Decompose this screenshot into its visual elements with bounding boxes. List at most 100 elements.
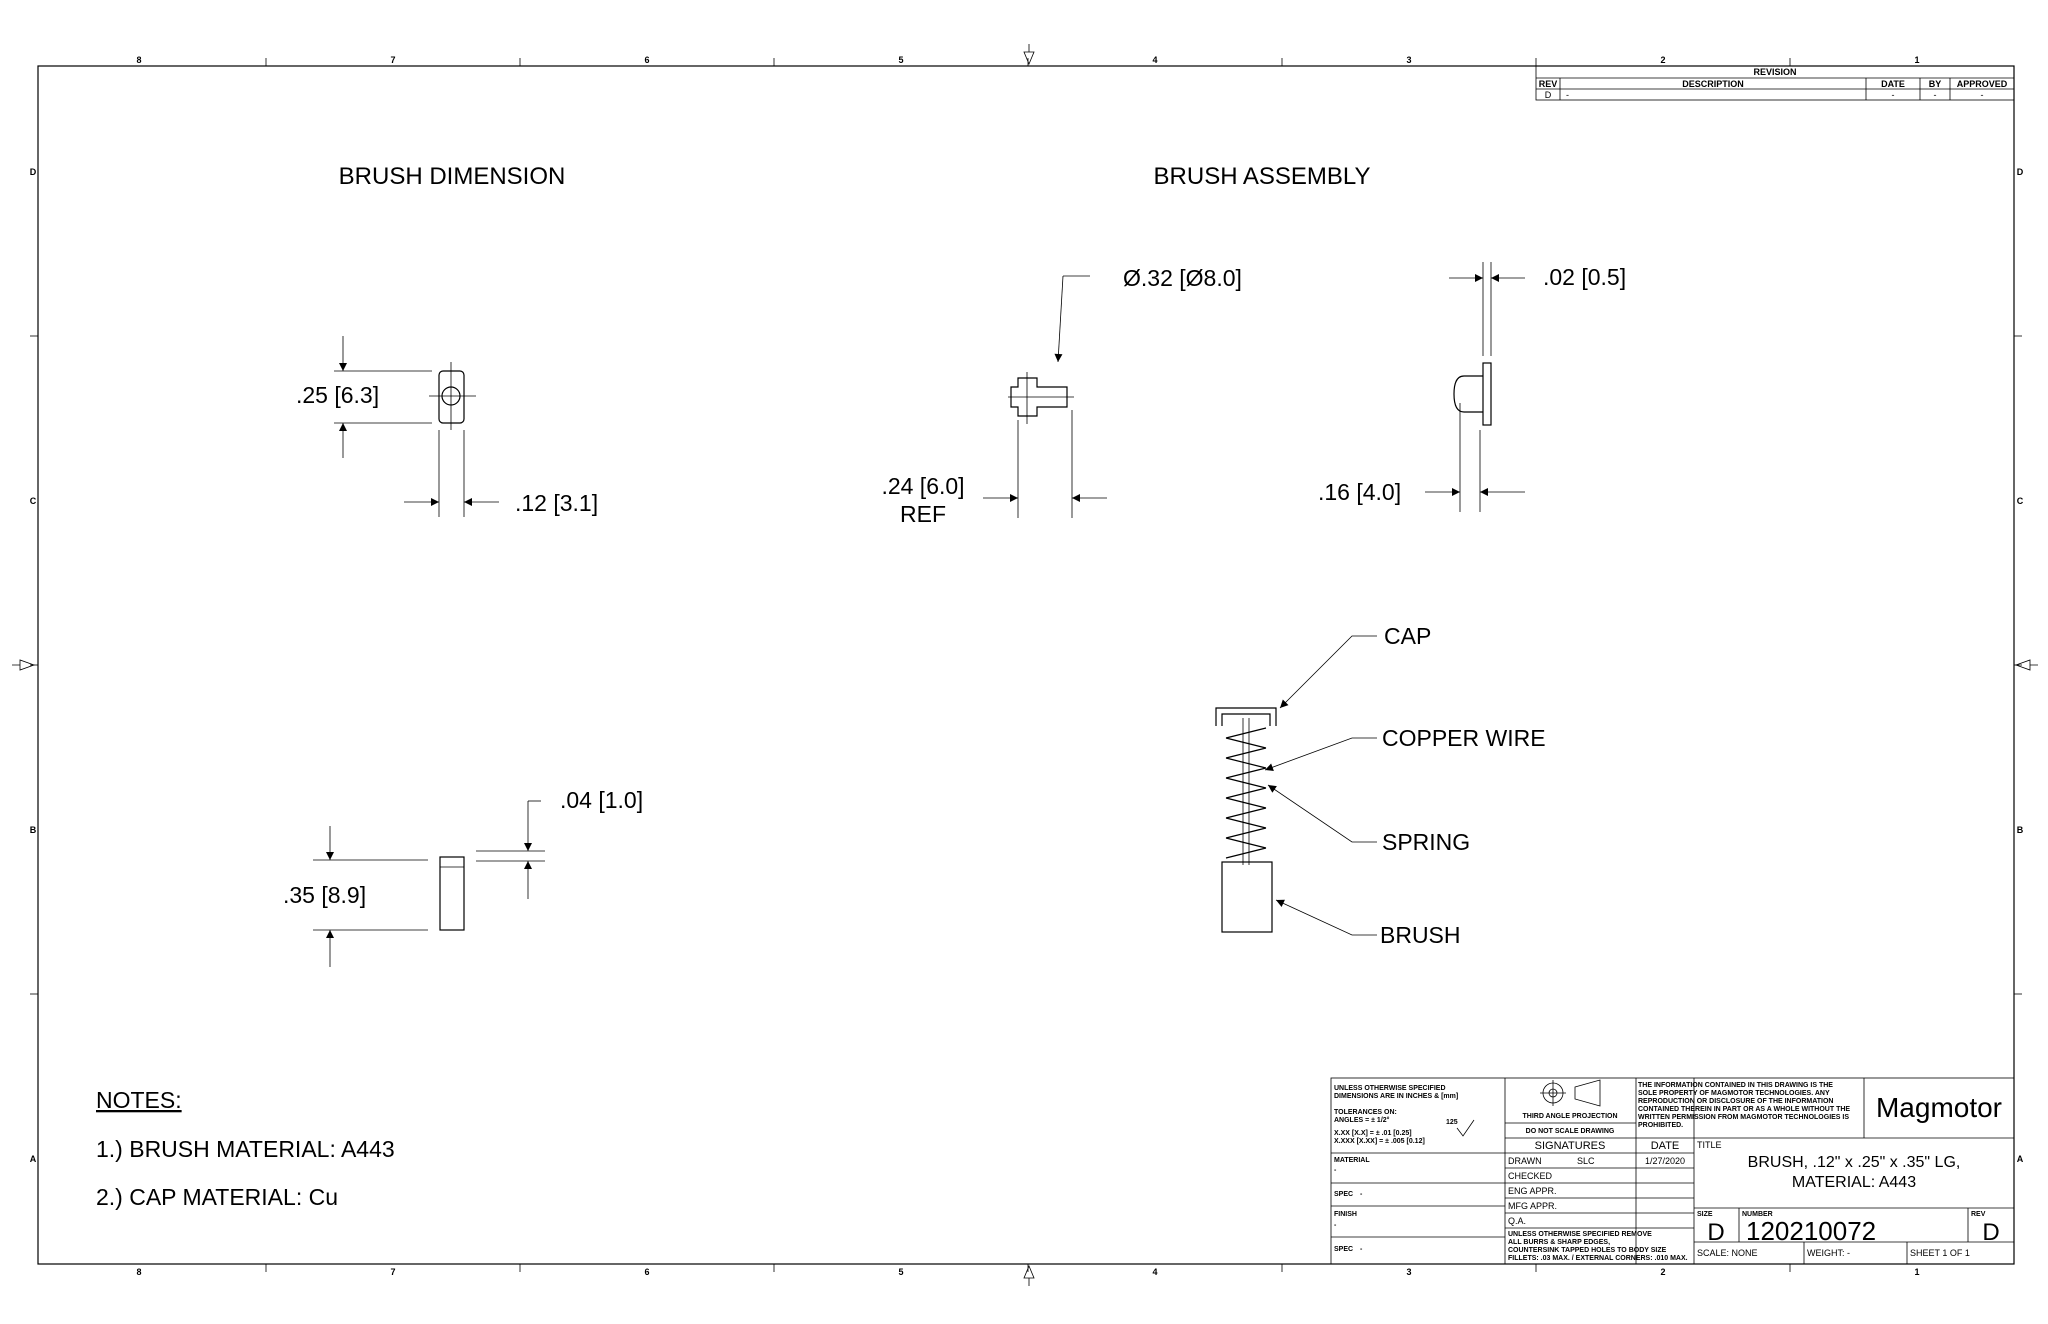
tol-line-2: DIMENSIONS ARE IN INCHES & [mm] (1334, 1093, 1458, 1100)
tol-line-5: X.XX [X.X] = ± .01 [0.25] (1334, 1130, 1412, 1137)
rev-label: REV (1971, 1211, 1986, 1218)
dim-032-label: Ø.32 [Ø8.0] (1123, 265, 1242, 291)
sheet-value: SHEET 1 OF 1 (1910, 1248, 1970, 1258)
zone-ticks (12, 44, 2038, 1286)
brush-dimension-title: BRUSH DIMENSION (339, 163, 566, 190)
revision-col-by: BY (1929, 79, 1942, 89)
revision-header: REVISION (1753, 67, 1796, 77)
zone-col-7-bottom: 7 (390, 1267, 395, 1277)
dim-035-label: .35 [8.9] (283, 882, 366, 908)
zone-col-2: 2 (1660, 55, 1665, 65)
tol-line-6: X.XXX [X.XX] = ± .005 [0.12] (1334, 1138, 1425, 1145)
prop-line-3: REPRODUCTION OR DISCLOSURE OF THE INFORM… (1638, 1098, 1833, 1105)
dim-025-label: .25 [6.3] (296, 382, 379, 408)
finish-label: FINISH (1334, 1211, 1357, 1218)
zone-col-2-bottom: 2 (1660, 1267, 1665, 1277)
zone-row-c-right: C (2017, 496, 2024, 506)
zone-col-8-bottom: 8 (136, 1267, 141, 1277)
material-label: MATERIAL (1334, 1157, 1370, 1164)
no-scale-label: DO NOT SCALE DRAWING (1526, 1128, 1615, 1135)
zone-row-a-right: A (2017, 1154, 2024, 1164)
revision-block: REVISION REV DESCRIPTION DATE BY APPROVE… (1535, 65, 2015, 101)
zone-labels: 8 7 6 5 4 3 2 1 8 7 6 5 4 3 2 1 D C B A … (30, 55, 2024, 1277)
drawn-by: SLC (1577, 1156, 1595, 1166)
rev-value: D (1982, 1219, 1999, 1246)
zone-row-a: A (30, 1154, 37, 1164)
zone-col-6-bottom: 6 (644, 1267, 649, 1277)
burr-line-3: COUNTERSINK TAPPED HOLES TO BODY SIZE (1508, 1247, 1667, 1254)
zone-col-3: 3 (1406, 55, 1411, 65)
zone-col-1: 1 (1914, 55, 1919, 65)
zone-col-3-bottom: 3 (1406, 1267, 1411, 1277)
projection-cone-icon (1574, 1079, 1601, 1107)
date-label: DATE (1651, 1140, 1680, 1152)
prop-line-2: SOLE PROPERTY OF MAGMOTOR TECHNOLOGIES. … (1638, 1090, 1830, 1097)
scale-value: SCALE: NONE (1697, 1248, 1758, 1258)
brush-side-view (313, 800, 545, 967)
callout-cap: CAP (1384, 623, 1431, 649)
revision-row-date: - (1892, 90, 1895, 100)
signatures-label: SIGNATURES (1535, 1140, 1606, 1152)
spec-value: - (1360, 1191, 1363, 1198)
dim-002-label: .02 [0.5] (1543, 264, 1626, 290)
size-value: D (1707, 1219, 1724, 1246)
note-1: 1.) BRUSH MATERIAL: A443 (96, 1136, 395, 1162)
note-2: 2.) CAP MATERIAL: Cu (96, 1184, 338, 1210)
spec2-value: - (1360, 1246, 1363, 1253)
finish-value: - (1334, 1222, 1337, 1229)
magmotor-logo: Magmotor (1876, 1092, 2002, 1123)
eng-appr-label: ENG APPR. (1508, 1186, 1557, 1196)
zone-col-8: 8 (136, 55, 141, 65)
cap-side-view (1425, 262, 1525, 512)
cap-front-view (983, 275, 1107, 518)
burr-line-2: ALL BURRS & SHARP EDGES, (1508, 1239, 1610, 1246)
burr-line-1: UNLESS OTHERWISE SPECIFIED REMOVE (1508, 1231, 1652, 1238)
notes-heading: NOTES: (96, 1087, 182, 1113)
dim-016-label: .16 [4.0] (1318, 479, 1401, 505)
finish-mark-value: 125 (1446, 1119, 1458, 1126)
revision-col-rev: REV (1539, 79, 1558, 89)
drawn-date: 1/27/2020 (1645, 1156, 1685, 1166)
mfg-appr-label: MFG APPR. (1508, 1201, 1557, 1211)
prop-line-6: PROHIBITED. (1638, 1122, 1683, 1129)
callout-spring: SPRING (1382, 829, 1470, 855)
dim-024-ref-label: REF (900, 501, 946, 527)
finish-check-icon (1456, 1119, 1475, 1137)
brush-assembly-title: BRUSH ASSEMBLY (1154, 163, 1371, 190)
prop-line-4: CONTAINED THEREIN IN PART OR AS A WHOLE … (1638, 1106, 1850, 1113)
revision-col-description: DESCRIPTION (1682, 79, 1744, 89)
tol-line-3: TOLERANCES ON: (1334, 1109, 1397, 1116)
zone-row-b: B (30, 825, 37, 835)
zone-col-4: 4 (1152, 55, 1157, 65)
callout-brush: BRUSH (1380, 922, 1461, 948)
zone-col-4-bottom: 4 (1152, 1267, 1157, 1277)
size-label: SIZE (1697, 1211, 1713, 1218)
zone-row-b-right: B (2017, 825, 2024, 835)
prop-line-5: WRITTEN PERMISSION FROM MAGMOTOR TECHNOL… (1638, 1114, 1849, 1121)
zone-col-1-bottom: 1 (1914, 1267, 1919, 1277)
dim-012-label: .12 [3.1] (515, 490, 598, 516)
zone-row-d: D (30, 167, 37, 177)
brush-assembly-view (1215, 635, 1377, 936)
number-label: NUMBER (1742, 1211, 1773, 1218)
burr-line-4: FILLETS: .03 MAX. / EXTERNAL CORNERS: .0… (1508, 1255, 1688, 1262)
title-block: UNLESS OTHERWISE SPECIFIED DIMENSIONS AR… (1330, 1077, 2015, 1265)
zone-row-c: C (30, 496, 37, 506)
zone-col-7: 7 (390, 55, 395, 65)
drawing-title-line-2: MATERIAL: A443 (1792, 1174, 1916, 1191)
projection-label: THIRD ANGLE PROJECTION (1522, 1113, 1617, 1120)
qa-label: Q.A. (1508, 1216, 1526, 1226)
zone-col-6: 6 (644, 55, 649, 65)
drawing-title-line-1: BRUSH, .12" x .25" x .35" LG, (1748, 1154, 1961, 1171)
prop-line-1: THE INFORMATION CONTAINED IN THIS DRAWIN… (1638, 1082, 1833, 1089)
tol-line-4: ANGLES = ± 1/2° (1334, 1116, 1390, 1124)
notes-block: NOTES: 1.) BRUSH MATERIAL: A443 2.) CAP … (96, 1087, 395, 1210)
revision-row-approved: - (1981, 90, 1984, 100)
spec2-label: SPEC (1334, 1246, 1353, 1253)
revision-row-desc: - (1566, 90, 1569, 100)
material-value: - (1334, 1167, 1337, 1174)
dim-004-label: .04 [1.0] (560, 787, 643, 813)
title-label: TITLE (1697, 1140, 1722, 1150)
zone-col-5-bottom: 5 (898, 1267, 903, 1277)
